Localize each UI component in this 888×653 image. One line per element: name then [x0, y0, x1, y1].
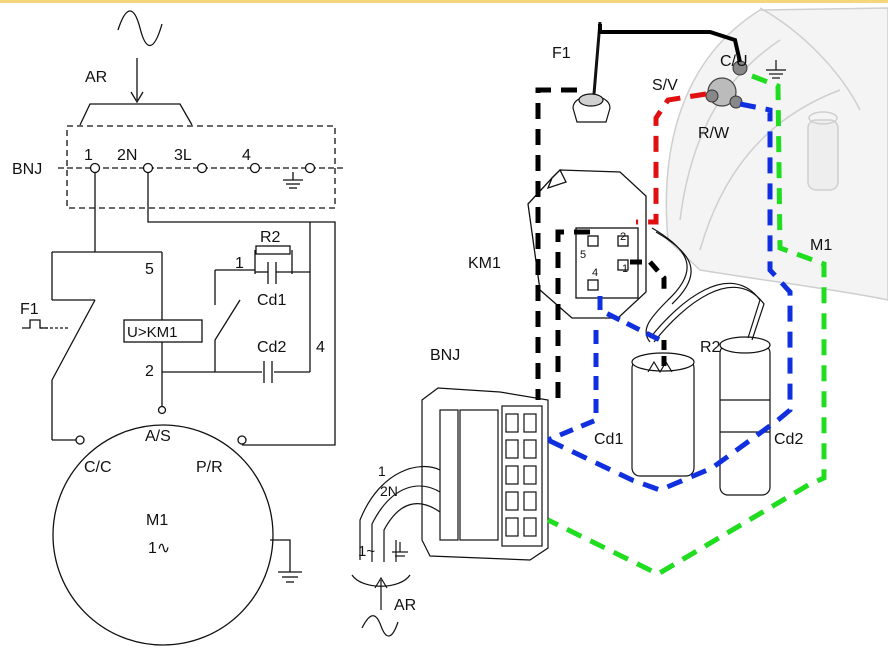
pic-cu-label: C/U — [720, 53, 748, 70]
terminal-block — [421, 387, 549, 561]
terminal-2n-label: 2N — [117, 147, 137, 164]
schematic — [22, 10, 345, 646]
bnj-label: BNJ — [12, 161, 42, 178]
pictorial-labels: F1 C/U S/V R/W KM1 2 5 4 1 M1 R2 Cd1 Cd2… — [358, 45, 832, 614]
terminal-4 — [249, 162, 261, 174]
r2-label: R2 — [260, 229, 281, 246]
terminal-2n — [142, 162, 154, 174]
terminal-4-label: 4 — [242, 147, 251, 164]
wire-black-dashed-relay — [555, 229, 590, 400]
motor-cc-label: C/C — [84, 459, 112, 476]
relay-contact — [214, 299, 241, 372]
wire-black-relay-1 — [630, 259, 667, 296]
node4-label: 4 — [316, 339, 325, 356]
top-border — [0, 0, 888, 3]
terminal-ground — [304, 162, 316, 174]
ground-icon-top — [766, 60, 786, 79]
relay-km1 — [527, 168, 647, 319]
motor-label: M1 — [146, 512, 168, 529]
motor-type-label: 1∿ — [148, 540, 170, 557]
motor-terminal-pr — [237, 435, 247, 445]
pic-relay-pin-2: 2 — [620, 231, 626, 243]
ground-icon — [283, 172, 303, 189]
cd2-label: Cd2 — [257, 339, 286, 356]
motor-terminal-cc — [75, 435, 85, 445]
terminal-3l — [196, 162, 208, 174]
motor-pr-label: P/R — [196, 459, 223, 476]
r2-resistor — [255, 245, 291, 255]
f1-contact — [51, 299, 96, 381]
capacitor-cd1 — [631, 352, 695, 477]
supply-leads — [351, 466, 441, 637]
terminal-3l-label: 3L — [174, 147, 192, 164]
cd1-label: Cd1 — [257, 292, 286, 309]
ground-icon-supply — [392, 542, 408, 557]
pic-cd2-label: Cd2 — [774, 431, 803, 448]
schematic-labels: AR BNJ 1 2N 3L 4 F1 U>KM1 5 2 1 R2 Cd1 C… — [12, 69, 325, 557]
ground-icon-motor — [278, 571, 302, 583]
pic-relay-pin-5: 5 — [580, 249, 586, 261]
plug-symbol — [79, 103, 193, 126]
node-as — [157, 405, 167, 415]
terminal-1-label: 1 — [84, 147, 93, 164]
pic-rw-label: R/W — [698, 125, 730, 142]
thermal-pulse-icon — [22, 319, 48, 329]
pic-relay-pin-1: 1 — [622, 263, 628, 275]
terminal-1 — [89, 162, 101, 174]
motor-m1 — [52, 424, 274, 646]
pic-cd1-label: Cd1 — [594, 431, 623, 448]
motor-ground-wire — [270, 539, 291, 572]
pic-sv-label: S/V — [652, 77, 678, 94]
capacitor-cd2 — [719, 336, 771, 496]
relay-coil-box — [123, 319, 203, 343]
wire-green-dashed — [546, 73, 827, 577]
pic-m1-label: M1 — [810, 237, 832, 254]
pic-km1-label: KM1 — [468, 255, 501, 272]
f1-protector — [572, 21, 611, 123]
pic-r2-label: R2 — [700, 339, 721, 356]
relay-label: U>KM1 — [127, 324, 177, 341]
relay-pin2-label: 2 — [145, 363, 154, 380]
wire-blue-relay — [597, 296, 662, 343]
motor-as-label: A/S — [145, 428, 171, 445]
terminal-block-outline — [66, 125, 336, 209]
wire-black-dashed-f1 — [535, 87, 577, 400]
colored-wires — [535, 24, 827, 577]
supply-label: AR — [85, 69, 107, 86]
resistor-r2-leads — [645, 227, 765, 343]
pic-terminal-1-label: 1 — [378, 463, 386, 479]
wire-red-dashed — [636, 91, 707, 225]
pic-supply-label: AR — [394, 597, 416, 614]
ac-source-icon — [117, 10, 163, 47]
compressor-terminals — [705, 60, 748, 109]
wire-n — [147, 172, 336, 446]
pic-relay-pin-4: 4 — [592, 267, 598, 279]
pic-terminal-2n-label: 2N — [380, 483, 398, 499]
pic-supply-phase-label: 1~ — [358, 543, 375, 560]
pic-bnj-label: BNJ — [430, 347, 460, 364]
compressor-ghost — [665, 7, 888, 301]
relay-pin5-label: 5 — [145, 261, 154, 278]
wire-black-solid — [598, 24, 742, 63]
f1-label: F1 — [20, 301, 39, 318]
wire-blue-relay-block — [547, 330, 599, 443]
relay-pin1-label: 1 — [235, 255, 244, 272]
arrow-head-icon — [130, 91, 144, 104]
pic-f1-label: F1 — [552, 45, 571, 62]
wire-blue-dashed-main — [546, 101, 793, 493]
